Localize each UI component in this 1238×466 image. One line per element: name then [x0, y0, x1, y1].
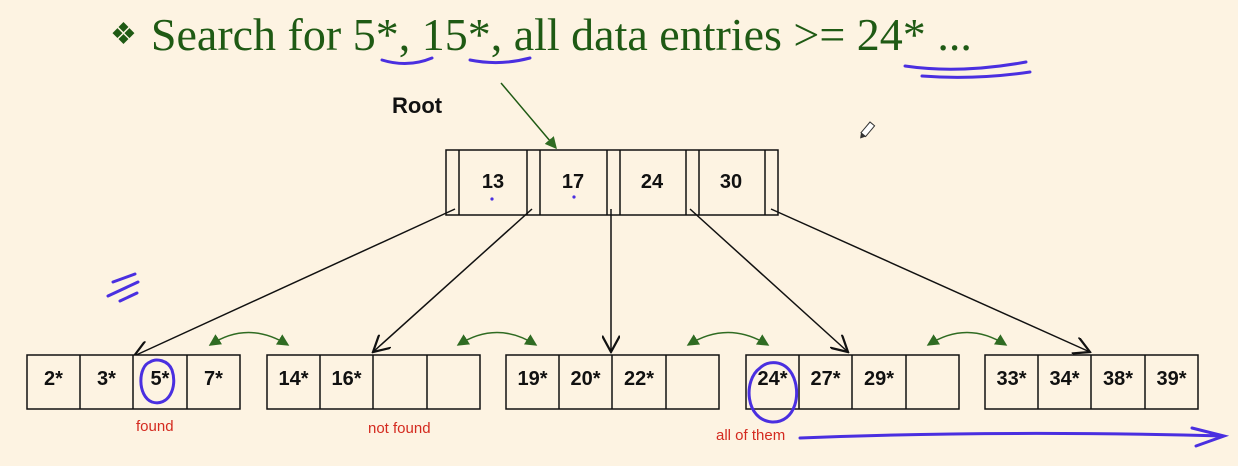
- note-found: found: [136, 418, 174, 435]
- ink-range-arrow: [798, 426, 1230, 448]
- pen-cursor-icon: [860, 121, 876, 139]
- leaf-2-entry-2: 16*: [331, 368, 362, 390]
- title-suffix: ...: [925, 9, 972, 60]
- note-not-found: not found: [368, 420, 431, 437]
- title-sep: ,: [398, 9, 422, 60]
- root-key-13: 13: [481, 171, 505, 193]
- title-query-5: 5*: [352, 9, 399, 60]
- sibling-arrow-4-5: [926, 331, 1008, 346]
- pointer-arrow-leaf-1: [134, 208, 456, 356]
- leaf-2-entry-1: 14*: [278, 368, 309, 390]
- slide-title: ❖ Search for 5*, 15*, all data entries >=…: [110, 8, 972, 61]
- leaf-5-entry-2: 34*: [1049, 368, 1080, 390]
- pointer-arrow-leaf-5: [770, 208, 1090, 352]
- ink-circle-5: [139, 358, 176, 405]
- leaf-5-entry-3: 38*: [1102, 368, 1134, 390]
- root-key-24: 24: [640, 171, 664, 193]
- leaf-4-entry-1: 24*: [757, 368, 788, 390]
- sibling-arrow-1-2: [208, 331, 290, 346]
- leaf-1-entry-2: 3*: [97, 368, 116, 390]
- pointer-arrow-leaf-2: [373, 208, 533, 352]
- ink-underline-5: [380, 56, 434, 65]
- leaf-1-entry-3: 5*: [150, 368, 170, 390]
- leaf-node-2: [266, 354, 481, 410]
- ink-dot-17: [572, 195, 576, 199]
- leaf-4-entry-3: 29*: [863, 368, 895, 390]
- root-pointer-arrow: [500, 82, 557, 150]
- ink-circle-24: [747, 361, 799, 424]
- leaf-node-5: [984, 354, 1199, 410]
- root-key-30: 30: [719, 171, 743, 193]
- leaf-3-entry-1: 19*: [517, 368, 548, 390]
- leaf-1-entry-1: 2*: [44, 368, 63, 390]
- leaf-3-entry-3: 22*: [623, 368, 655, 390]
- leaf-5-entry-4: 39*: [1156, 368, 1187, 390]
- title-prefix: Search for: [150, 9, 353, 60]
- leaf-node-1: [26, 354, 241, 410]
- root-label: Root: [392, 93, 443, 118]
- root-key-17: 17: [561, 171, 585, 193]
- leaf-4-entry-2: 27*: [810, 368, 841, 390]
- leaf-node-3: [505, 354, 720, 410]
- ink-scribble-mark: [106, 272, 140, 303]
- leaf-1-entry-4: 7*: [204, 368, 223, 390]
- ink-dot-13: [490, 197, 494, 201]
- sibling-arrow-3-4: [686, 331, 770, 346]
- leaf-3-entry-2: 20*: [570, 368, 601, 390]
- root-node: [445, 149, 779, 216]
- note-all-of-them: all of them: [716, 427, 786, 444]
- title-middle: , all data entries: [490, 9, 794, 60]
- bullet-icon: ❖: [110, 18, 137, 51]
- title-query-range: >= 24*: [793, 9, 926, 60]
- pointer-arrow-leaf-4: [689, 208, 848, 352]
- sibling-arrow-2-3: [456, 331, 538, 346]
- ink-underline-15: [468, 56, 532, 65]
- title-query-15: 15*: [421, 9, 491, 60]
- leaf-5-entry-1: 33*: [996, 368, 1027, 390]
- ink-underline-range: [903, 60, 1032, 79]
